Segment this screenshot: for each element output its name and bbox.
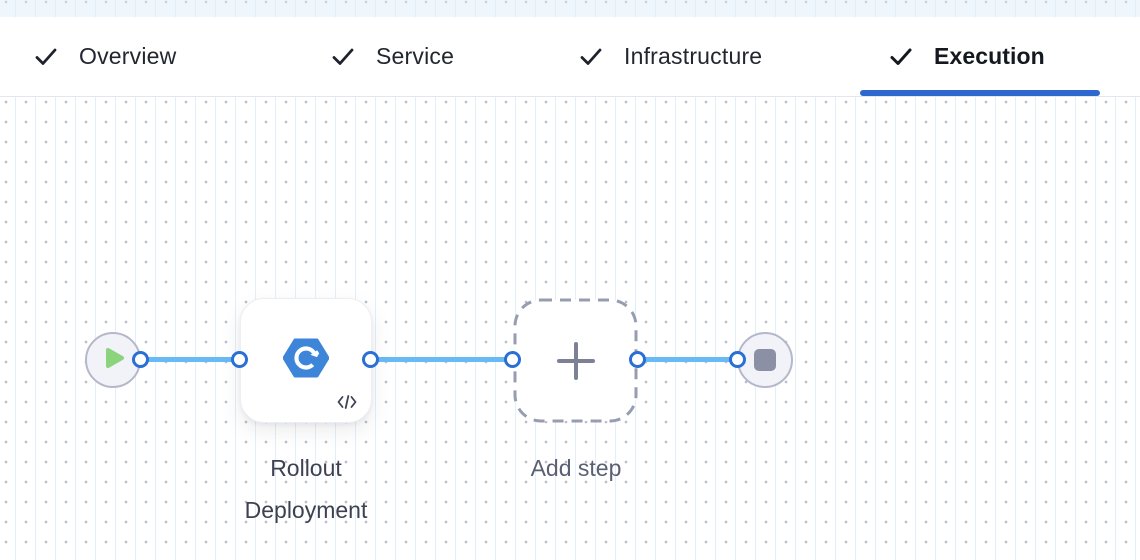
connector-edge — [371, 357, 513, 362]
check-icon — [330, 44, 356, 70]
tab-label: Service — [376, 43, 455, 69]
stop-icon — [754, 349, 776, 371]
connector-port[interactable] — [362, 351, 379, 368]
connector-port[interactable] — [729, 351, 746, 368]
plus-icon — [513, 298, 638, 423]
step-node-label: Rollout Deployment — [244, 455, 368, 523]
step-node-rollout-deployment[interactable] — [240, 298, 372, 423]
pipeline-start-node[interactable] — [85, 332, 141, 388]
check-icon — [888, 44, 914, 70]
connector-edge — [141, 357, 240, 362]
tab-overview[interactable]: Overview — [33, 17, 176, 96]
tab-infrastructure[interactable]: Infrastructure — [578, 17, 762, 96]
check-icon — [578, 44, 604, 70]
connector-port[interactable] — [629, 351, 646, 368]
connector-port[interactable] — [504, 351, 521, 368]
connector-edge — [638, 357, 738, 362]
tab-service[interactable]: Service — [330, 17, 454, 96]
connector-port[interactable] — [231, 351, 248, 368]
pipeline-stage-tabbar: Overview Service Infrastructure Executio… — [0, 17, 1140, 97]
check-icon — [33, 44, 59, 70]
tab-execution[interactable]: Execution — [888, 17, 1045, 96]
active-tab-underline — [860, 90, 1100, 96]
add-step-label: Add step — [530, 455, 622, 481]
connector-port[interactable] — [132, 351, 149, 368]
rollout-deployment-icon — [282, 338, 330, 383]
tab-label: Execution — [934, 43, 1045, 69]
code-template-icon — [337, 395, 357, 414]
top-strip — [0, 0, 1140, 17]
tab-label: Infrastructure — [624, 43, 763, 69]
add-step-button[interactable] — [513, 298, 638, 423]
tab-label: Overview — [79, 43, 177, 69]
play-icon — [100, 346, 126, 375]
pipeline-end-node[interactable] — [737, 332, 793, 388]
